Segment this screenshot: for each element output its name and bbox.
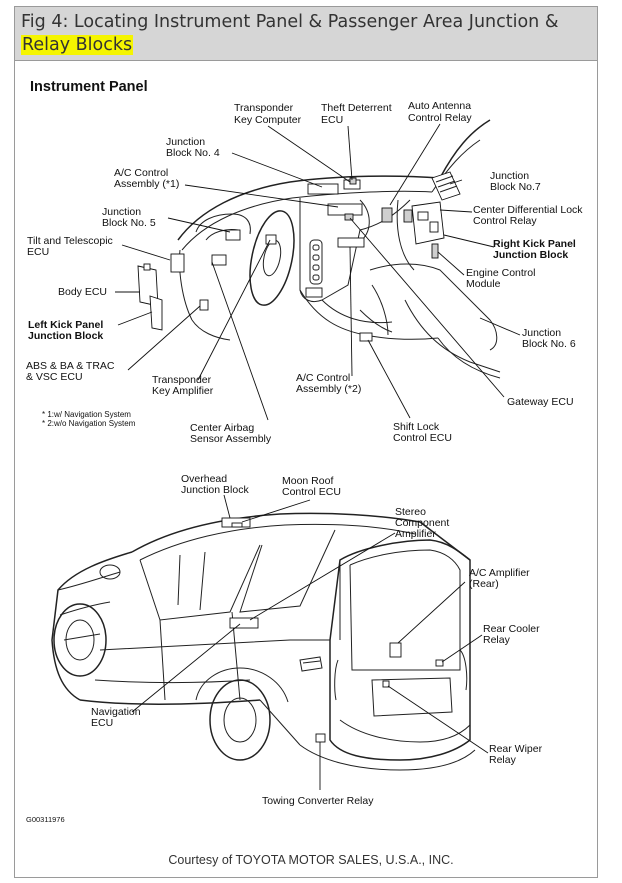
- footnotes: * 1:w/ Navigation System* 2:w/o Navigati…: [42, 410, 136, 428]
- ac-control-assembly-2-box: [337, 237, 365, 248]
- junction-block-5-box: [225, 229, 241, 241]
- figure-title-line2-highlighted: Relay Blocks: [21, 35, 134, 55]
- right-kick-panel-block: [403, 201, 445, 259]
- instrument-panel-leader-lines: [115, 123, 521, 421]
- figure-code: G00311976: [26, 815, 65, 824]
- towing-converter-relay-box: [315, 733, 326, 743]
- figure-frame: Fig 4: Locating Instrument Panel & Passe…: [14, 6, 598, 878]
- vehicle-drawing: [51, 512, 476, 771]
- ac-amplifier-rear-box: [389, 642, 402, 658]
- label-body-ecu: Body ECU: [58, 286, 107, 298]
- body-ecu-box: [137, 263, 159, 307]
- rear-vent-grille: [299, 656, 323, 672]
- figure-header: Fig 4: Locating Instrument Panel & Passe…: [15, 7, 597, 61]
- junction-block-4-box: [307, 183, 339, 195]
- section-title: Instrument Panel: [30, 79, 148, 95]
- rear-cooler-relay-box: [435, 659, 444, 667]
- vehicle-leader-lines: [131, 494, 489, 790]
- label-ac-amplifier-rear: A/C Amplifier(Rear): [469, 567, 530, 590]
- tilt-telescopic-ecu-box: [170, 253, 185, 273]
- instrument-panel-drawing: [137, 119, 501, 379]
- navigation-ecu-box: [229, 617, 259, 629]
- ac-control-assembly-1-box: [327, 203, 363, 216]
- left-kick-panel-jb-box: [149, 295, 163, 331]
- label-abs-vsc-ecu: ABS & BA & TRAC& VSC ECU: [26, 360, 115, 383]
- center-airbag-sensor-box: [305, 287, 323, 298]
- figure-title-line1: Fig 4: Locating Instrument Panel & Passe…: [21, 12, 559, 32]
- label-gateway-ecu: Gateway ECU: [507, 396, 574, 408]
- junction-block-7-box: [431, 171, 461, 201]
- shift-lock-ecu-box: [359, 332, 373, 342]
- rear-wiper-relay-box: [382, 680, 390, 688]
- credit-line: Courtesy of TOYOTA MOTOR SALES, U.S.A., …: [168, 853, 454, 867]
- label-towing-converter-relay: Towing Converter Relay: [262, 795, 374, 807]
